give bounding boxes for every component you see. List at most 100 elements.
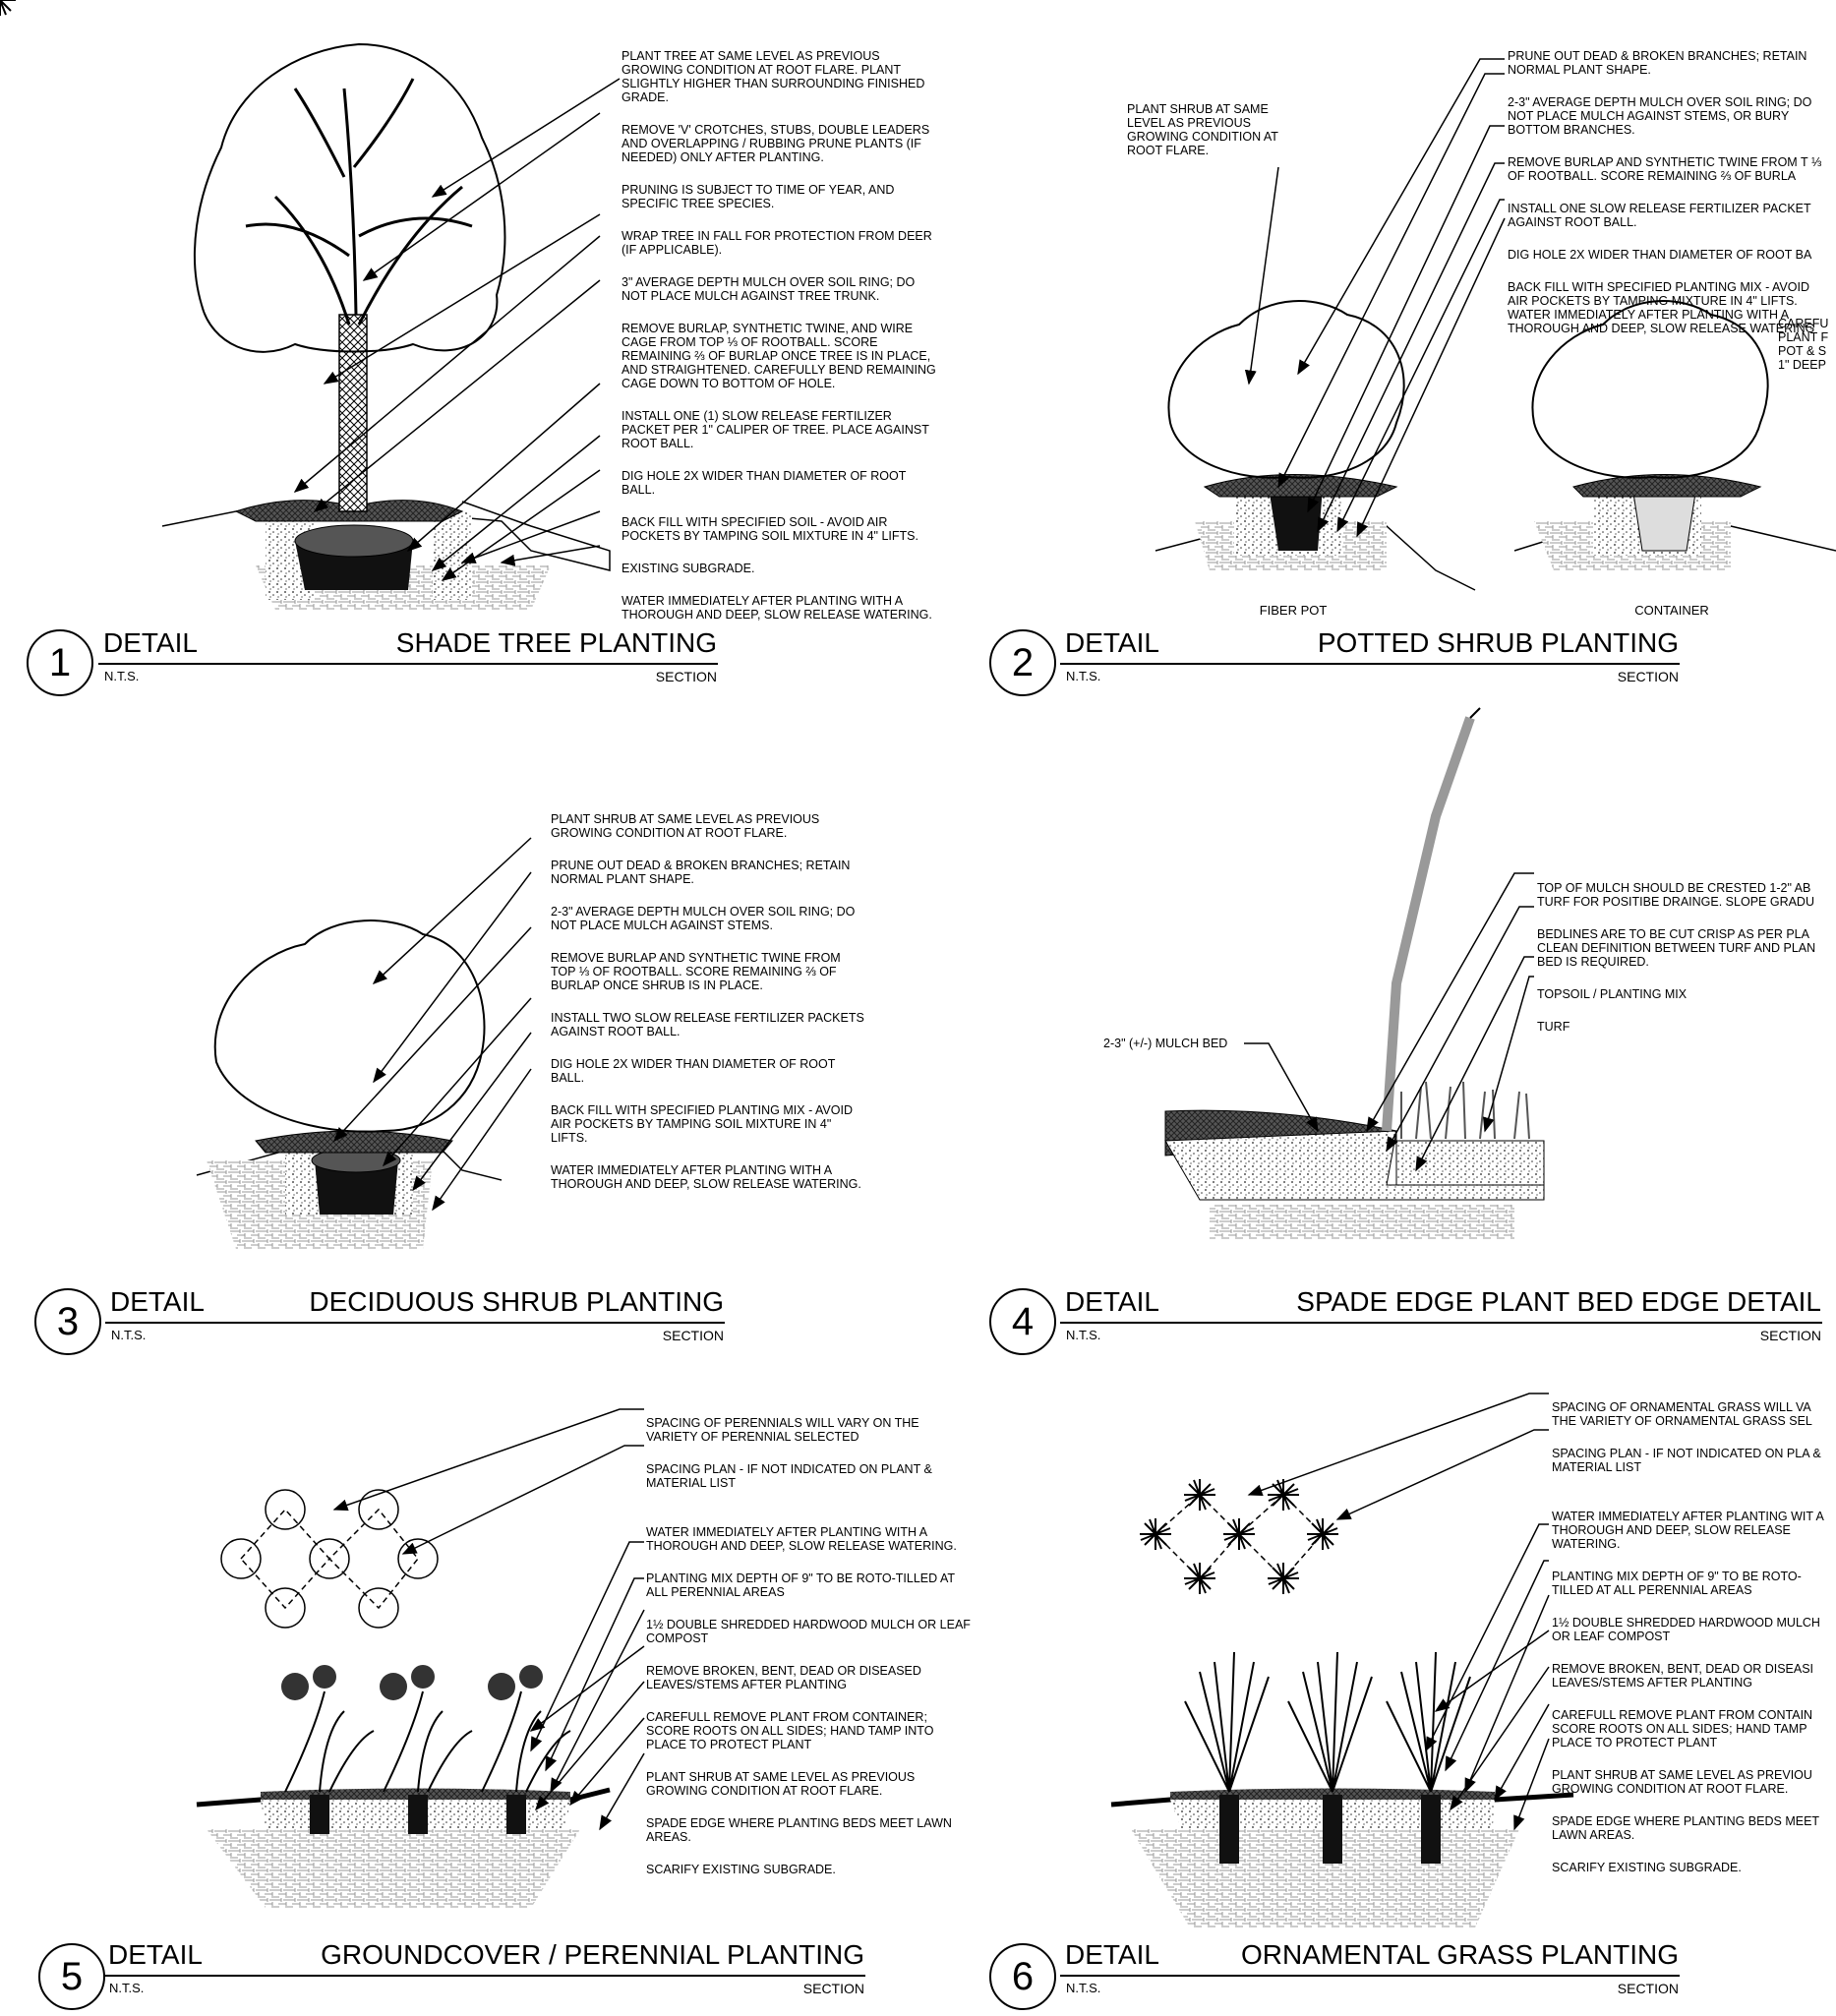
detail-2-leaders: [1244, 58, 1506, 538]
detail-5-title-rule: [103, 1975, 865, 1977]
detail-3-leaders: [332, 837, 532, 1212]
note-item: EXISTING SUBGRADE.: [622, 562, 755, 575]
note-item: SPACING OF ORNAMENTAL GRASS WILL VA THE …: [1552, 1400, 1812, 1428]
detail-3-number: 3: [34, 1288, 101, 1355]
note-item: PLANT TREE AT SAME LEVEL AS PREVIOUS GRO…: [622, 49, 925, 104]
detail-3-scale: N.T.S.: [111, 1328, 147, 1342]
note-item: SCARIFY EXISTING SUBGRADE.: [646, 1863, 836, 1876]
detail-5-title: GROUNDCOVER / PERENNIAL PLANTING: [321, 1939, 864, 1970]
note-item: WATER IMMEDIATELY AFTER PLANTING WIT A T…: [1552, 1510, 1824, 1551]
detail-4-title: SPADE EDGE PLANT BED EDGE DETAIL: [1296, 1286, 1821, 1317]
note-item: BACK FILL WITH SPECIFIED SOIL - AVOID AI…: [622, 515, 918, 543]
note-item: 2-3" AVERAGE DEPTH MULCH OVER SOIL RING;…: [1508, 95, 1812, 137]
detail-4-notes: TOP OF MULCH SHOULD BE CRESTED 1-2" AB T…: [1537, 867, 1834, 1052]
note-item: SPACING PLAN - IF NOT INDICATED ON PLA &…: [1552, 1447, 1821, 1474]
detail-6-number: 6: [989, 1943, 1056, 2010]
note-item: REMOVE 'V' CROTCHES, STUBS, DOUBLE LEADE…: [622, 123, 930, 164]
detail-1-scale: N.T.S.: [104, 669, 140, 683]
detail-2-title: POTTED SHRUB PLANTING: [1317, 627, 1679, 658]
detail-3-title: DECIDUOUS SHRUB PLANTING: [309, 1286, 724, 1317]
detail-5-number: 5: [38, 1943, 105, 2010]
detail-6-title-rule: [1060, 1975, 1680, 1977]
detail-2-left-note: PLANT SHRUB AT SAME LEVEL AS PREVIOUS GR…: [1127, 102, 1278, 157]
detail-5-detail-label: DETAIL: [108, 1939, 203, 1970]
note-item: PLANTING MIX DEPTH OF 9" TO BE ROTO-TILL…: [646, 1571, 955, 1599]
note-item: TOP OF MULCH SHOULD BE CRESTED 1-2" AB T…: [1537, 881, 1814, 909]
detail-6-leaders: [1247, 1393, 1550, 1831]
detail-2-view: SECTION: [1617, 669, 1679, 684]
detail-4-scale: N.T.S.: [1066, 1328, 1101, 1342]
detail-5-section: [196, 1665, 611, 1908]
detail-3-view: SECTION: [662, 1328, 724, 1343]
note-item: SPACING OF PERENNIALS WILL VARY ON THE V…: [646, 1416, 919, 1444]
note-item: WATER IMMEDIATELY AFTER PLANTING WITH A …: [646, 1525, 957, 1553]
note-item: BEDLINES ARE TO BE CUT CRISP AS PER PLA …: [1537, 927, 1816, 969]
detail-4-graphic: [1164, 707, 1545, 1239]
note-item: BACK FILL WITH SPECIFIED PLANTING MIX - …: [1508, 280, 1815, 335]
note-item: PLANT SHRUB AT SAME LEVEL AS PREVIOUS GR…: [646, 1770, 916, 1798]
note-item: SPADE EDGE WHERE PLANTING BEDS MEET LAWN…: [646, 1816, 952, 1844]
detail-3-graphic: [196, 919, 503, 1249]
note-item: TOPSOIL / PLANTING MIX: [1537, 987, 1688, 1001]
detail-4-view: SECTION: [1759, 1328, 1821, 1343]
note-item: REMOVE BROKEN, BENT, DEAD OR DISEASED LE…: [646, 1664, 921, 1691]
note-item: SCARIFY EXISTING SUBGRADE.: [1552, 1861, 1742, 1874]
note-item: PRUNE OUT DEAD & BROKEN BRANCHES; RETAIN…: [1508, 49, 1807, 77]
note-item: REMOVE BURLAP AND SYNTHETIC TWINE FROM T…: [551, 951, 841, 992]
label-fiber-pot: FIBER POT: [1260, 603, 1328, 618]
note-item: TURF: [1537, 1020, 1570, 1034]
note-item: REMOVE BURLAP, SYNTHETIC TWINE, AND WIRE…: [622, 322, 936, 390]
note-item: SPACING PLAN - IF NOT INDICATED ON PLANT…: [646, 1462, 932, 1490]
detail-4-title-rule: [1060, 1322, 1822, 1324]
note-item: 1½ DOUBLE SHREDDED HARDWOOD MULCH OR LEA…: [1552, 1616, 1820, 1643]
note-item: DIG HOLE 2X WIDER THAN DIAMETER OF ROOT …: [1508, 248, 1812, 262]
note-item: PLANT SHRUB AT SAME LEVEL AS PREVIOUS GR…: [551, 812, 820, 840]
detail-2-notes: PRUNE OUT DEAD & BROKEN BRANCHES; RETAIN…: [1508, 35, 1832, 354]
detail-5-view: SECTION: [802, 1981, 864, 1996]
detail-3-title-rule: [105, 1322, 725, 1324]
detail-6-title: ORNAMENTAL GRASS PLANTING: [1241, 1939, 1679, 1970]
detail-6-view: SECTION: [1617, 1981, 1679, 1996]
note-item: BACK FILL WITH SPECIFIED PLANTING MIX - …: [551, 1103, 853, 1145]
detail-2-scale: N.T.S.: [1066, 669, 1101, 683]
detail-5-plan: [220, 1489, 439, 1629]
detail-3-notes: PLANT SHRUB AT SAME LEVEL AS PREVIOUS GR…: [551, 799, 865, 1210]
detail-5-leaders: [332, 1408, 645, 1831]
note-item: REMOVE BROKEN, BENT, DEAD OR DISEASI LEA…: [1552, 1662, 1814, 1690]
detail-6-notes: SPACING OF ORNAMENTAL GRASS WILL VA THE …: [1552, 1387, 1834, 1893]
note-item: 3" AVERAGE DEPTH MULCH OVER SOIL RING; D…: [622, 275, 916, 303]
detail-6-detail-label: DETAIL: [1065, 1939, 1159, 1970]
note-item: CAREFULL REMOVE PLANT FROM CONTAIN SCORE…: [1552, 1708, 1813, 1749]
detail-2-right-note: CAREFU PLANT F POT & S 1" DEEP: [1778, 317, 1829, 372]
note-item: SPADE EDGE WHERE PLANTING BEDS MEET LAWN…: [1552, 1814, 1819, 1842]
detail-5-notes: SPACING OF PERENNIALS WILL VARY ON THE V…: [646, 1402, 971, 1895]
note-item: INSTALL ONE SLOW RELEASE FERTILIZER PACK…: [1508, 202, 1811, 229]
note-item: PRUNE OUT DEAD & BROKEN BRANCHES; RETAIN…: [551, 859, 851, 886]
detail-3-detail-label: DETAIL: [110, 1286, 205, 1317]
detail-1-view: SECTION: [655, 669, 717, 684]
detail-2-title-rule: [1060, 663, 1680, 665]
note-item: 2-3" AVERAGE DEPTH MULCH OVER SOIL RING;…: [551, 905, 856, 932]
detail-5-scale: N.T.S.: [109, 1981, 145, 1995]
note-item: DIG HOLE 2X WIDER THAN DIAMETER OF ROOT …: [622, 469, 907, 497]
note-item: WRAP TREE IN FALL FOR PROTECTION FROM DE…: [622, 229, 932, 257]
detail-1-detail-label: DETAIL: [103, 627, 198, 658]
note-item: PLANTING MIX DEPTH OF 9" TO BE ROTO-TILL…: [1552, 1570, 1802, 1597]
note-item: WATER IMMEDIATELY AFTER PLANTING WITH A …: [551, 1163, 861, 1191]
note-item: 1½ DOUBLE SHREDDED HARDWOOD MULCH OR LEA…: [646, 1618, 971, 1645]
detail-1-title-rule: [98, 663, 718, 665]
note-item: INSTALL ONE (1) SLOW RELEASE FERTILIZER …: [622, 409, 929, 450]
detail-4-mulch-bed-label: 2-3" (+/-) MULCH BED: [1103, 1037, 1228, 1050]
note-item: PRUNING IS SUBJECT TO TIME OF YEAR, AND …: [622, 183, 895, 210]
note-item: INSTALL TWO SLOW RELEASE FERTILIZER PACK…: [551, 1011, 864, 1038]
detail-6-scale: N.T.S.: [1066, 1981, 1101, 1995]
note-item: WATER IMMEDIATELY AFTER PLANTING WITH A …: [622, 594, 932, 622]
detail-1-graphic: [161, 42, 611, 610]
detail-2-detail-label: DETAIL: [1065, 627, 1159, 658]
note-item: PLANT SHRUB AT SAME LEVEL AS PREVIOU GRO…: [1552, 1768, 1812, 1796]
detail-1-number: 1: [27, 629, 93, 696]
detail-1-notes: PLANT TREE AT SAME LEVEL AS PREVIOUS GRO…: [622, 35, 936, 640]
note-item: REMOVE BURLAP AND SYNTHETIC TWINE FROM T…: [1508, 155, 1822, 183]
detail-1-leaders: [293, 78, 621, 581]
